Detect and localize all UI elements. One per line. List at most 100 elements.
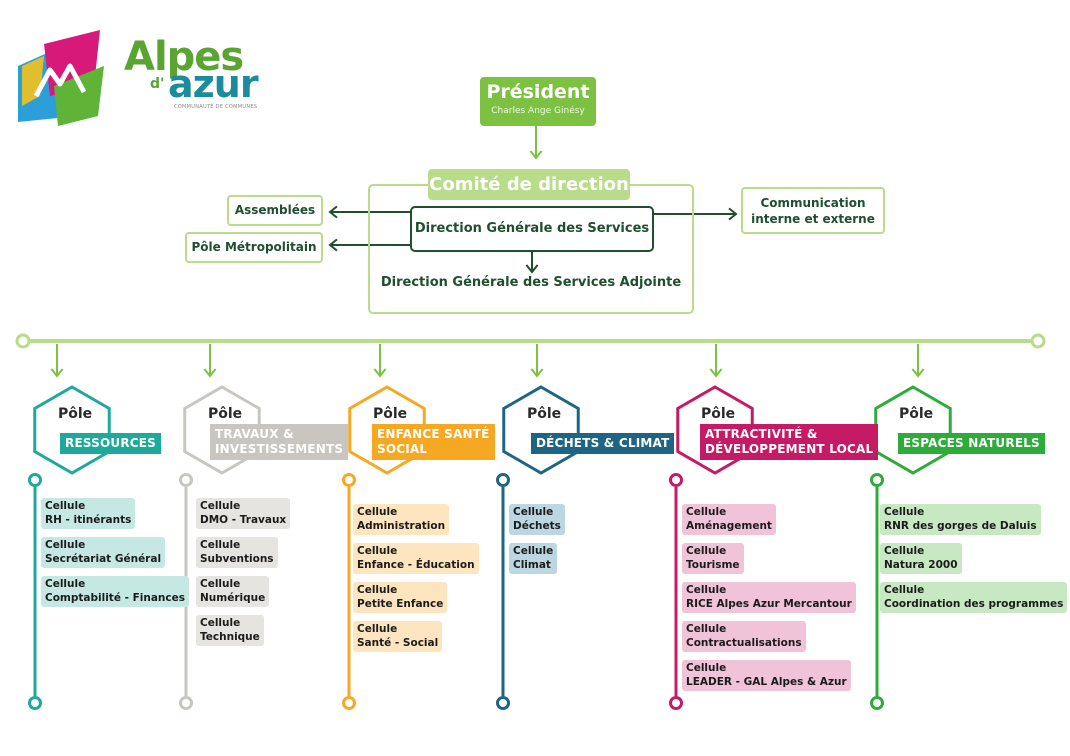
cell-name: LEADER - GAL Alpes & Azur — [686, 676, 847, 688]
pole-4-timeline-bottom — [496, 696, 510, 710]
cell-name: Santé - Social — [357, 637, 439, 649]
bus-end-left — [15, 333, 31, 349]
president-title: Président — [486, 81, 590, 103]
cell-name: RH - itinérants — [45, 514, 132, 526]
pole-1-hexagon — [33, 385, 111, 475]
cell-name: Technique — [200, 631, 260, 643]
pole-2-timeline-bottom — [179, 696, 193, 710]
pole-4-tag-line-1: DÉCHETS & CLIMAT — [536, 436, 670, 450]
cell-name: Secrétariat Général — [45, 553, 162, 565]
pole-2-word: Pôle — [208, 406, 243, 422]
pole-3-word: Pôle — [373, 406, 408, 422]
arrow-dgs-to-assemblees-head — [328, 205, 338, 219]
cell-label: Cellule — [45, 539, 86, 551]
cell-label: Cellule — [884, 545, 925, 557]
communication-line1: Communication — [760, 196, 866, 210]
cell-name: RNR des gorges de Daluis — [884, 520, 1037, 532]
cell-label: Cellule — [200, 617, 241, 629]
cell-name: Aménagement — [686, 520, 772, 532]
cell-label: Cellule — [884, 584, 925, 596]
cell-label: Cellule — [884, 506, 925, 518]
cell-name: DMO - Travaux — [200, 514, 287, 526]
communication-line2: interne et externe — [751, 212, 875, 226]
cell-label: Cellule — [513, 545, 554, 557]
pole-6-timeline-bottom — [870, 696, 884, 710]
dgsa-label: Direction Générale des Services Adjointe — [380, 275, 682, 290]
arrow-dgs-to-metropolitain-head — [328, 238, 338, 252]
arrow-dgs-to-communication-head — [728, 207, 738, 221]
president-name: Charles Ange Ginésy — [491, 106, 585, 116]
pole-5-tag-line-2: DÉVELOPPEMENT LOCAL — [705, 442, 874, 456]
pole-1-tag: RESSOURCES — [60, 433, 162, 454]
pole-1-timeline-bottom — [28, 696, 42, 710]
cell-label: Cellule — [686, 584, 727, 596]
assemblees-box: Assemblées — [227, 195, 323, 226]
cell-label: Cellule — [686, 623, 727, 635]
pole-2-tag: TRAVAUX &INVESTISSEMENTS — [210, 424, 349, 460]
communication-box: Communication interne et externe — [741, 187, 885, 234]
pole-3-tag-line-1: ENFANCE SANTÉ — [377, 427, 490, 441]
cell-label: Cellule — [357, 623, 398, 635]
arrow-bus-to-pole-5-head — [709, 368, 723, 378]
pole-1-timeline-top — [28, 473, 42, 487]
pole-6-tag: ESPACES NATURELS — [898, 433, 1045, 454]
bus-end-right — [1030, 333, 1046, 349]
cell-name: Déchets — [513, 520, 561, 532]
cell-name: Coordination des programmes — [884, 598, 1064, 610]
cell-name: Subventions — [200, 553, 274, 565]
cell-name: Enfance - Éducation — [357, 559, 475, 571]
pole-6-tag-line-1: ESPACES NATURELS — [903, 436, 1040, 450]
arrow-bus-to-pole-1-head — [50, 368, 64, 378]
cell-label: Cellule — [200, 500, 241, 512]
pole-3-timeline-bottom — [342, 696, 356, 710]
arrow-president-to-comite-head — [529, 150, 543, 160]
arrow-bus-to-pole-2-head — [203, 368, 217, 378]
pole-3-tag-line-2: SOCIAL — [377, 442, 428, 456]
cell-label: Cellule — [357, 584, 398, 596]
arrow-dgs-to-dgsa-head — [525, 264, 539, 274]
cell-name: Climat — [513, 559, 551, 571]
pole-6-timeline-top — [870, 473, 884, 487]
pole-2-tag-line-1: TRAVAUX & — [215, 427, 294, 441]
logo-subtitle: COMMUNAUTÉ DE COMMUNES — [174, 104, 258, 110]
cell-name: RICE Alpes Azur Mercantour — [686, 598, 852, 610]
pole-1-word: Pôle — [58, 406, 93, 422]
cell-label: Cellule — [686, 506, 727, 518]
cell-name: Contractualisations — [686, 637, 802, 649]
arrow-bus-to-pole-6-head — [911, 368, 925, 378]
arrow-bus-to-pole-3-head — [373, 368, 387, 378]
pole-1-tag-line-1: RESSOURCES — [65, 436, 157, 450]
cell-label: Cellule — [686, 545, 727, 557]
cell-label: Cellule — [686, 662, 727, 674]
pole-5-tag: ATTRACTIVITÉ &DÉVELOPPEMENT LOCAL — [700, 424, 879, 460]
cell-name: Petite Enfance — [357, 598, 444, 610]
comite-title: Comité de direction — [428, 169, 630, 200]
pole-6-word: Pôle — [899, 406, 934, 422]
pole-4-hexagon — [502, 385, 580, 475]
cell-name: Numérique — [200, 592, 266, 604]
pole-6-hexagon — [874, 385, 952, 475]
cell-name: Tourisme — [686, 559, 740, 571]
cell-label: Cellule — [200, 578, 241, 590]
